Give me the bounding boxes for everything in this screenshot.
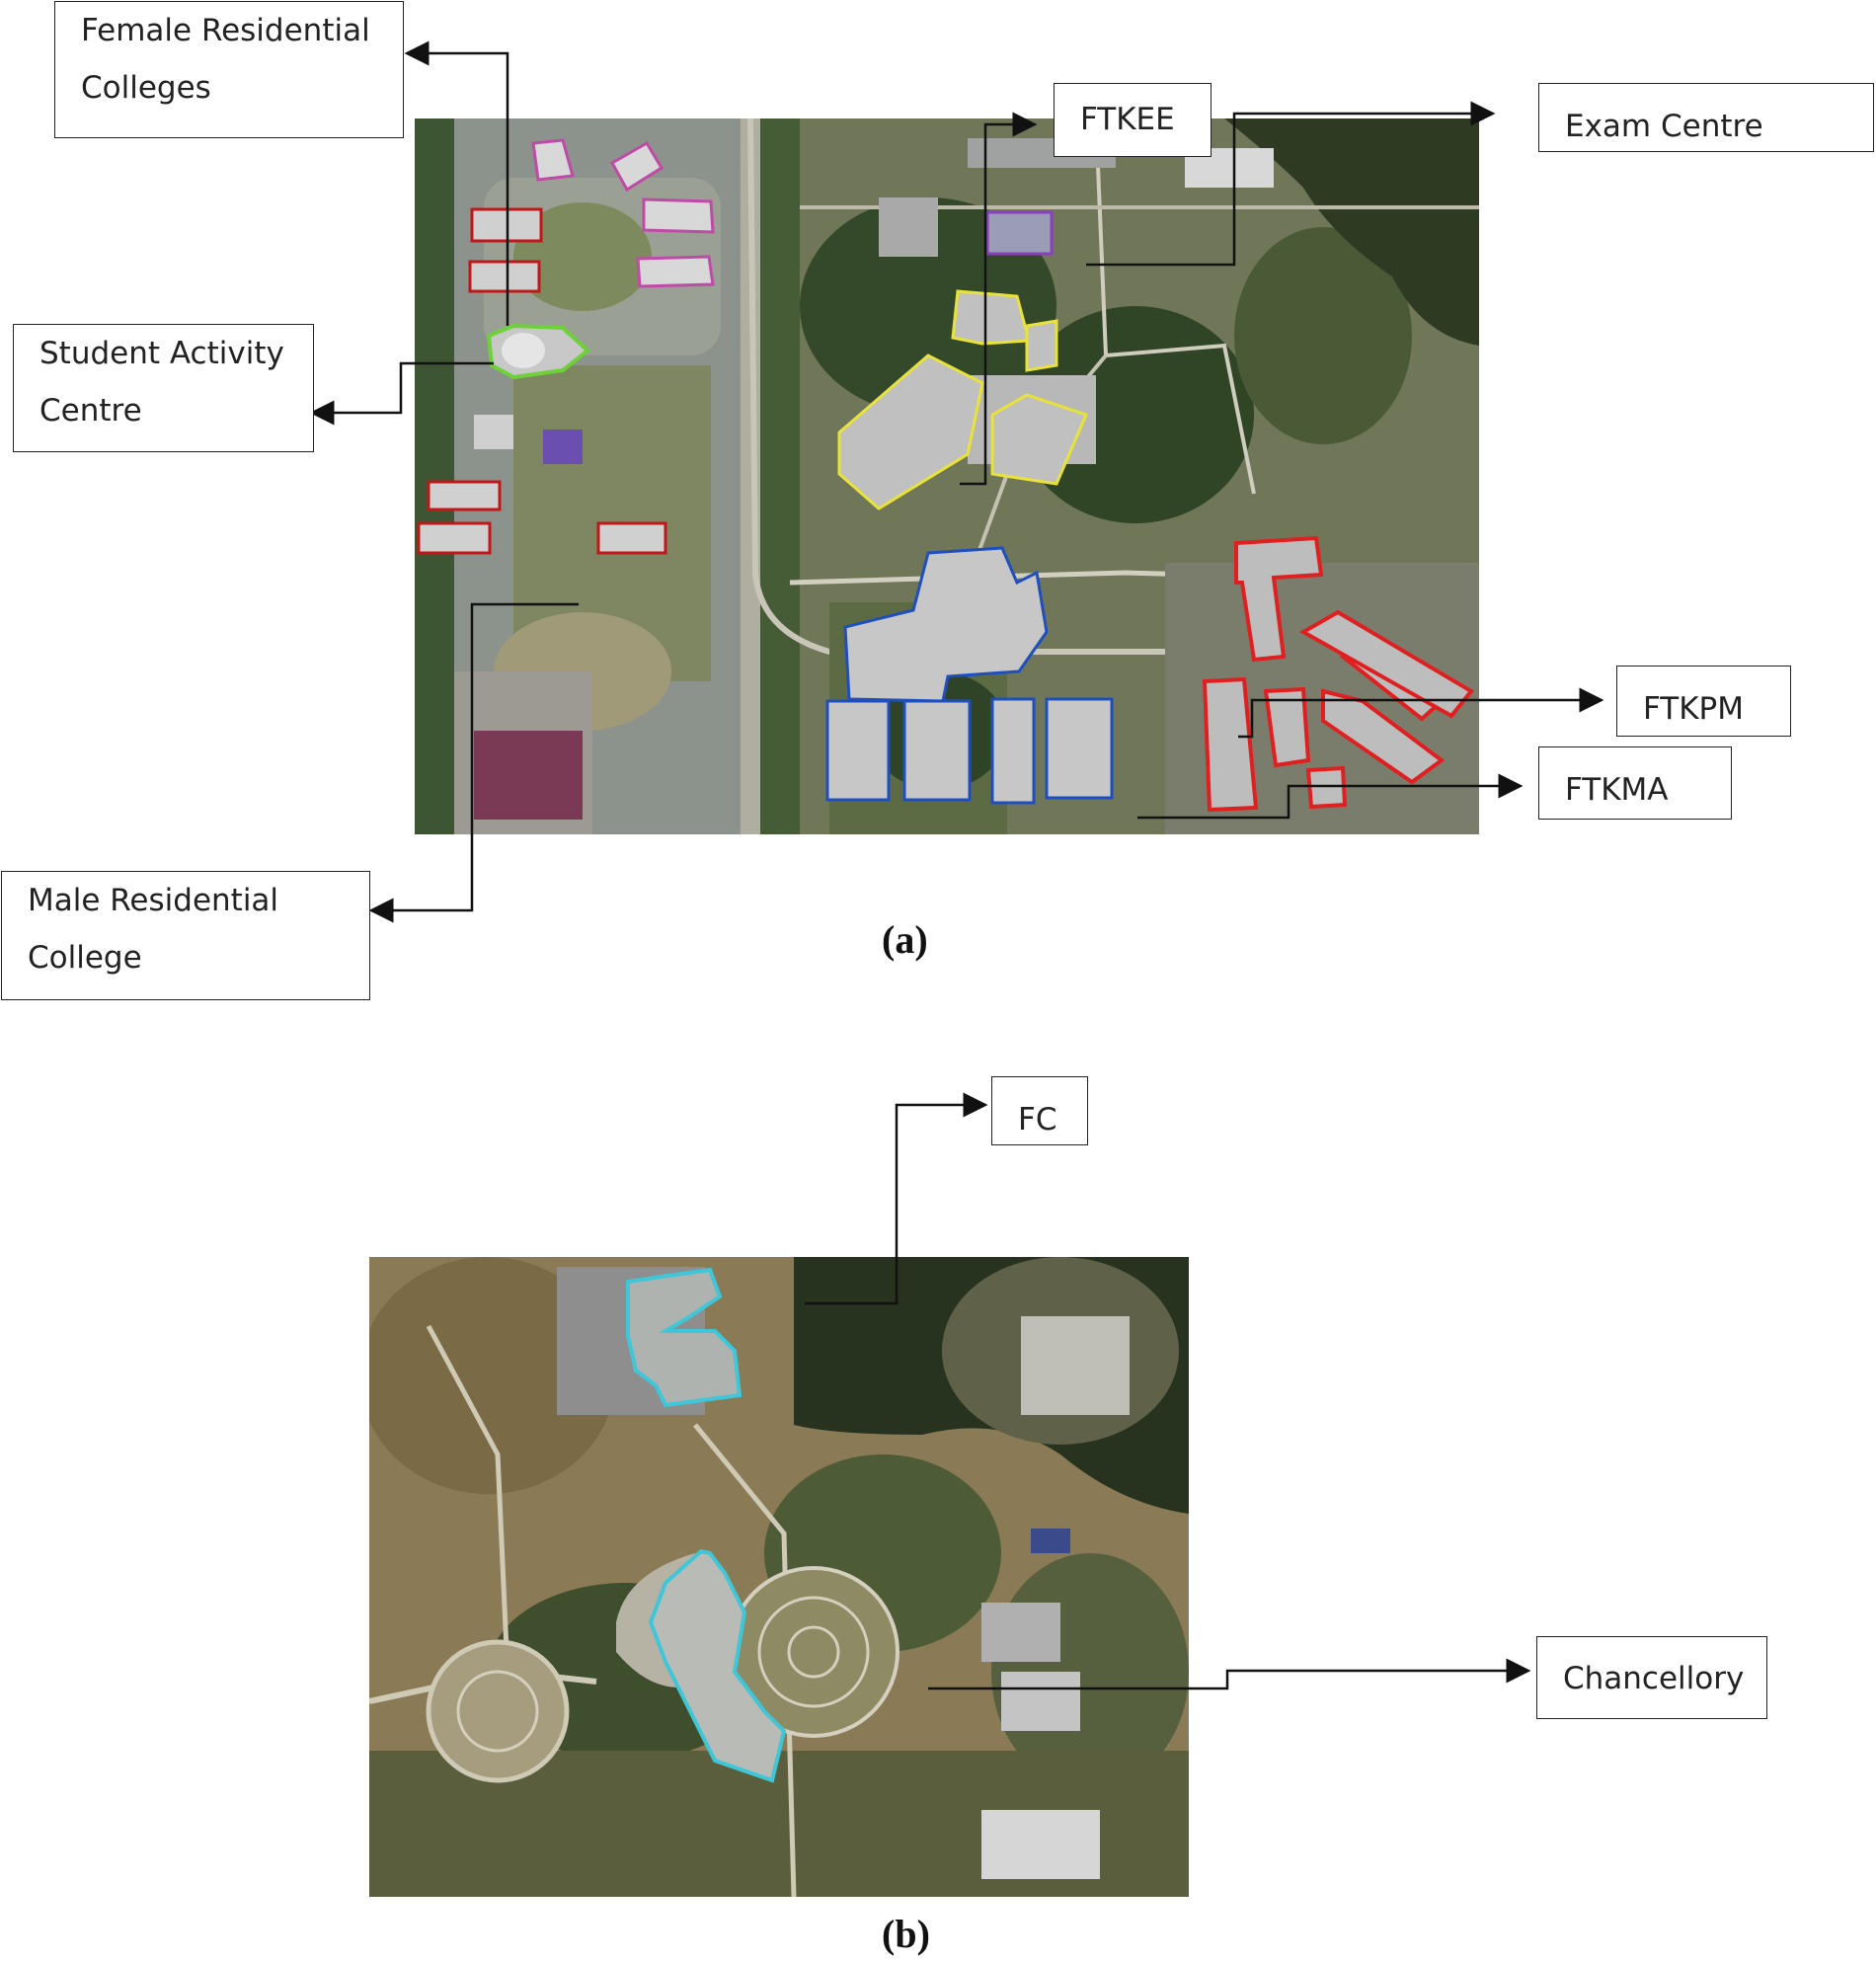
- leader-chancellory: [928, 1658, 1531, 1690]
- label-male-line2: College: [28, 940, 142, 976]
- label-female-line2: Colleges: [81, 70, 211, 106]
- satellite-map-a: [415, 118, 1479, 834]
- leader-ftkma: [1137, 773, 1524, 820]
- label-female-line1: Female Residential: [81, 13, 370, 48]
- leader-student-activity: [309, 361, 494, 426]
- label-exam-centre-text: Exam Centre: [1565, 109, 1763, 144]
- leader-ftkee: [960, 112, 1038, 486]
- male-residential-outlines: [417, 207, 667, 555]
- label-ftkma-text: FTKMA: [1565, 772, 1669, 808]
- label-chancellory: Chancellory: [1536, 1636, 1767, 1719]
- caption-a: (a): [882, 917, 928, 962]
- label-male-line1: Male Residential: [28, 883, 279, 918]
- label-exam-centre: Exam Centre: [1538, 83, 1874, 152]
- leader-male-residential: [368, 602, 579, 923]
- student-activity-outline: [486, 323, 591, 380]
- ftkpm-outlines: [825, 546, 1114, 805]
- fc-outline: [626, 1267, 743, 1408]
- label-ftkpm-text: FTKPM: [1643, 691, 1744, 727]
- label-ftkee-text: FTKEE: [1080, 102, 1175, 137]
- label-fc-text: FC: [1018, 1102, 1057, 1138]
- label-male-residential-college: Male Residential College: [1, 871, 370, 1000]
- label-female-residential-colleges: Female Residential Colleges: [54, 1, 404, 138]
- leader-exam-centre: [1086, 101, 1496, 267]
- map-b-imagery: [369, 1257, 1189, 1897]
- ftkee-outlines: [837, 289, 1089, 510]
- chancellory-outline: [648, 1548, 787, 1783]
- label-ftkpm: FTKPM: [1616, 666, 1791, 737]
- exam-centre-outline: [985, 210, 1054, 256]
- label-chancellory-text: Chancellory: [1563, 1661, 1745, 1696]
- leader-fc: [805, 1092, 988, 1305]
- label-fc: FC: [991, 1076, 1088, 1145]
- label-student-activity-centre: Student Activity Centre: [13, 324, 314, 452]
- leader-female-residential: [404, 40, 509, 326]
- satellite-map-b: [369, 1257, 1189, 1897]
- caption-b: (b): [882, 1912, 930, 1956]
- label-sac-line2: Centre: [39, 393, 142, 429]
- label-sac-line1: Student Activity: [39, 336, 284, 371]
- label-ftkma: FTKMA: [1538, 746, 1732, 820]
- map-a-imagery: [415, 118, 1479, 834]
- female-residential-outlines: [531, 138, 715, 288]
- label-ftkee: FTKEE: [1054, 83, 1212, 157]
- leader-ftkpm: [1238, 687, 1604, 739]
